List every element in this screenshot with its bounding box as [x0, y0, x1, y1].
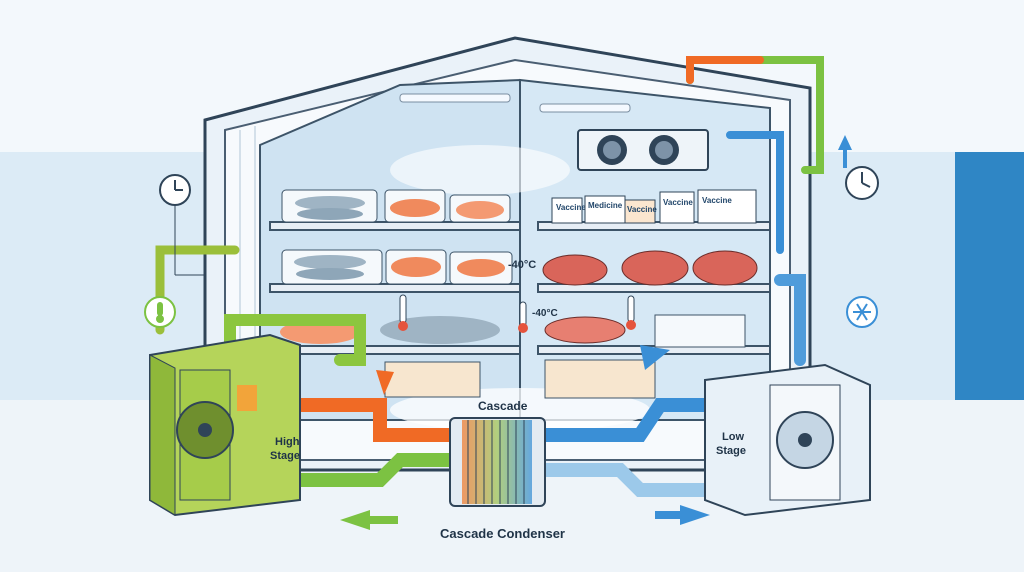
- high-stage-label-2: Stage: [270, 450, 300, 462]
- cascade-label: Cascade: [478, 399, 528, 413]
- meat-items: [542, 250, 758, 348]
- high-stage-label-1: High: [275, 436, 300, 448]
- high-stage-unit: High Stage: [149, 333, 301, 517]
- refrigerant-pipes: [155, 56, 824, 497]
- thermometer-icon: [398, 294, 636, 333]
- box-label: Medicine: [588, 201, 623, 210]
- accent-band: [955, 152, 1024, 402]
- fish-trays: [280, 189, 513, 344]
- temperature-label-upper: -40°C: [508, 259, 536, 271]
- evaporator-unit: [577, 129, 709, 171]
- flow-arrow-icon: [340, 135, 852, 530]
- box-label: Vaccine: [627, 205, 657, 214]
- box-label: Vaccine: [663, 198, 693, 207]
- box-label: Vaccine: [702, 196, 732, 205]
- cascade-condenser-label: Cascade Condenser: [440, 526, 565, 541]
- cascade-condenser: [449, 417, 546, 507]
- low-stage-label-1: Low: [722, 431, 744, 443]
- clock-icon: [845, 166, 879, 200]
- lower-boxes: [384, 359, 656, 399]
- flow-arrow-icon: [726, 131, 784, 254]
- clock-icon: [159, 174, 205, 276]
- low-stage-unit: Low Stage: [704, 363, 871, 517]
- snowflake-icon: [846, 296, 878, 328]
- low-stage-label-2: Stage: [716, 445, 746, 457]
- thermometer-icon: [144, 296, 176, 328]
- medicine-boxes: Vaccine Medicine Vaccine Vaccine Vaccine: [551, 189, 757, 224]
- box-label: Vaccine: [556, 203, 586, 212]
- temperature-label-lower: -40°C: [532, 308, 558, 319]
